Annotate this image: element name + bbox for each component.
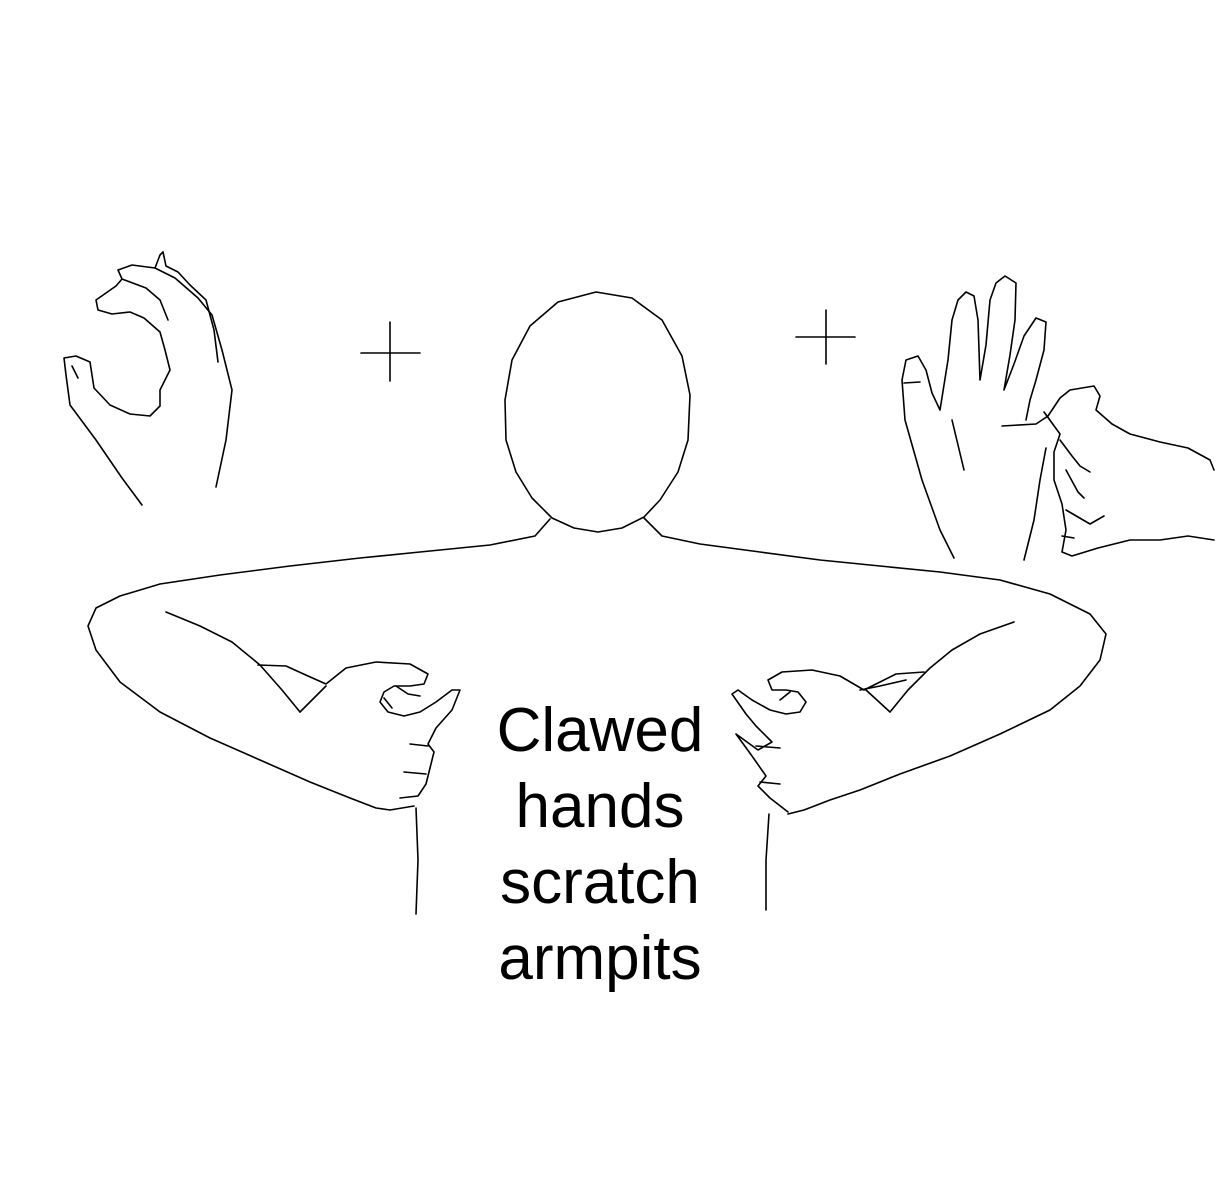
movement-marker-left-icon bbox=[360, 321, 421, 382]
caption-line: hands bbox=[515, 772, 685, 841]
torso-outline-icon bbox=[87, 517, 1107, 915]
caption-line: armpits bbox=[498, 924, 702, 993]
caption-text: Clawed hands scratch armpits bbox=[450, 693, 750, 997]
caption-line: Clawed bbox=[496, 696, 704, 765]
left-claw-hand-icon bbox=[165, 611, 461, 799]
caption-line: scratch bbox=[500, 848, 700, 917]
right-claw-hand-icon bbox=[731, 621, 1015, 813]
movement-marker-right-icon bbox=[795, 309, 856, 365]
head-icon bbox=[504, 291, 691, 533]
handshape-left-icon bbox=[63, 251, 233, 506]
handshape-right-icon bbox=[901, 275, 1215, 561]
